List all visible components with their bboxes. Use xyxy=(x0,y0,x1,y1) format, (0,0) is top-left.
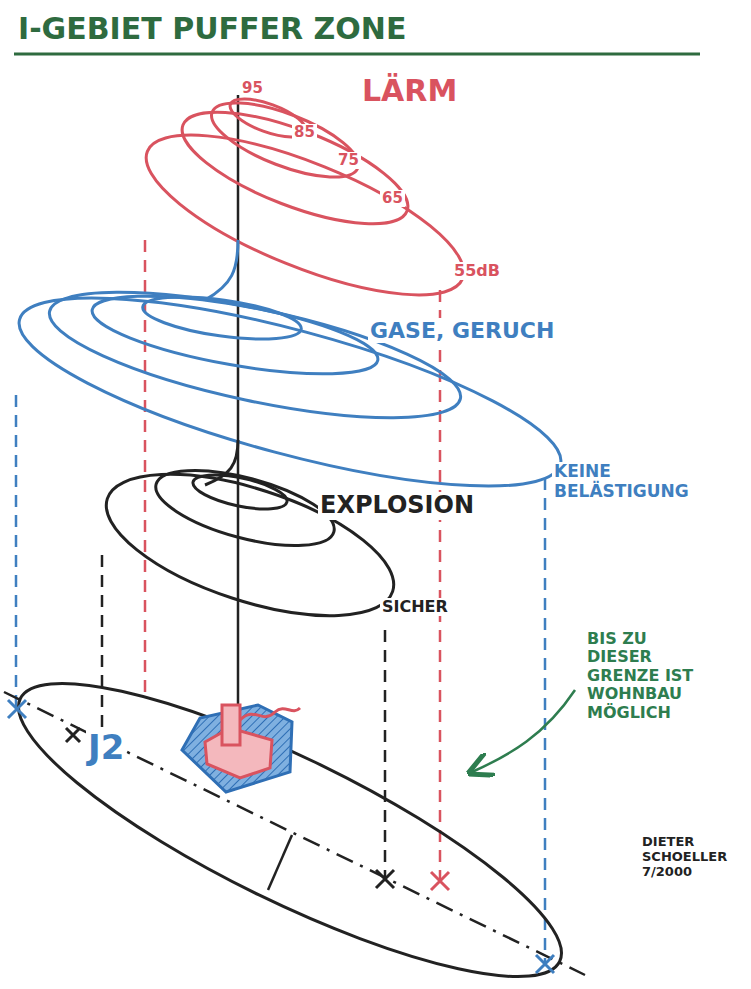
cross-mark xyxy=(376,870,394,888)
explosion-limit-line xyxy=(101,555,104,735)
title: I-GEBIET PUFFER ZONE xyxy=(16,12,408,47)
zone-label: LÄRM xyxy=(360,74,459,109)
db-value: 55dB xyxy=(452,262,502,280)
cross-mark xyxy=(66,728,80,742)
zone-label: KEINE BELÄSTIGUNG xyxy=(552,462,696,501)
cross-mark xyxy=(431,872,449,890)
zone-label: GASE, GERUCH xyxy=(368,318,556,343)
cross-axis xyxy=(268,835,292,890)
db-value: 65 xyxy=(380,190,405,207)
buffer-boundary xyxy=(0,634,591,989)
noise-ring xyxy=(128,103,482,327)
signature: DIETER SCHOELLER 7/2000 xyxy=(640,835,739,880)
explosion-limit-line xyxy=(384,630,387,880)
gas-limit-line xyxy=(544,478,547,965)
noise-zones xyxy=(128,88,482,327)
gas-ring xyxy=(3,260,576,525)
zone-label: EXPLOSION xyxy=(318,492,476,520)
title-underline xyxy=(14,53,700,56)
gas-funnel xyxy=(205,240,238,300)
note: BIS ZU DIESER GRENZE IST WOHNBAU MÖGLICH xyxy=(585,630,719,722)
central-axis xyxy=(237,95,240,760)
db-value: 95 xyxy=(240,80,265,97)
axis-line xyxy=(4,692,585,975)
gas-ring xyxy=(87,280,383,389)
gas-zones xyxy=(3,240,576,524)
db-value: 75 xyxy=(336,152,361,169)
site-label: J2 xyxy=(86,728,126,767)
explosion-zones xyxy=(90,440,410,645)
projection-lines xyxy=(16,240,545,965)
cross-mark xyxy=(8,700,26,718)
gas-ring xyxy=(40,266,470,443)
callout-arrow xyxy=(472,690,575,772)
ground-plan xyxy=(0,634,591,989)
zone-label: SICHER xyxy=(380,598,450,616)
db-value: 85 xyxy=(292,124,317,141)
factory-building xyxy=(205,705,300,778)
cross-mark xyxy=(536,955,554,973)
explosion-ring xyxy=(90,445,410,644)
site-area xyxy=(182,705,292,792)
gas-limit-line xyxy=(15,395,18,715)
